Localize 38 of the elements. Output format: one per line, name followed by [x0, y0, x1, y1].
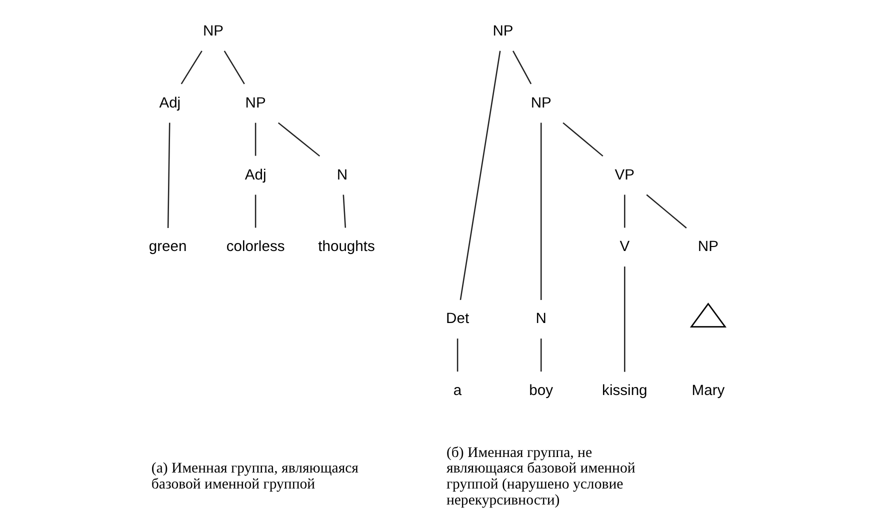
node-text: NP	[202, 23, 224, 40]
node-text: Adj	[244, 167, 266, 184]
node-text: Det	[446, 311, 470, 328]
node-text: kissing	[602, 382, 648, 399]
node-text: N	[336, 167, 348, 184]
connector	[224, 50, 245, 84]
label: (а) Именная группа, являющаяся базовой именной группой	[151, 460, 358, 493]
node-text: N	[536, 311, 546, 328]
connector	[254, 194, 256, 228]
node-text: NP	[698, 239, 718, 256]
node-text: a	[453, 382, 462, 399]
connector	[562, 122, 604, 157]
connector	[167, 122, 170, 228]
connector	[460, 50, 501, 300]
connector	[180, 50, 202, 84]
connector	[456, 338, 458, 372]
node-text: green	[148, 239, 187, 256]
connector	[342, 194, 346, 228]
connector	[624, 194, 626, 228]
connector	[646, 194, 687, 228]
node-text: thoughts	[318, 239, 375, 256]
node-text: NP	[492, 23, 514, 40]
node-text: NP	[530, 95, 552, 112]
connector	[512, 50, 532, 84]
connector	[254, 122, 256, 156]
node-text: VP	[614, 167, 635, 184]
node-triangle	[690, 302, 726, 328]
connector	[540, 122, 542, 300]
node-text: colorless	[226, 239, 285, 256]
connector	[540, 338, 542, 372]
node-text: boy	[529, 382, 554, 399]
node-text: NP	[245, 95, 266, 112]
node-text: Adj	[159, 95, 181, 112]
connector	[624, 266, 626, 372]
label: (б) Именная группа, не являющаяся базовой именной группой (нарушено условие нерекурсивности)	[446, 444, 636, 508]
node-text: Mary	[692, 382, 725, 399]
connector	[278, 122, 320, 157]
node-text: V	[620, 239, 630, 256]
